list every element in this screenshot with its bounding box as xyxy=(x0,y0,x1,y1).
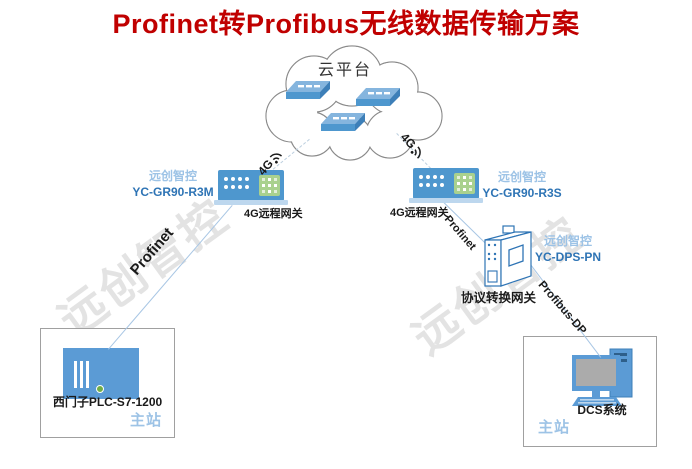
gateway-ports-icon xyxy=(224,177,252,193)
signal-waves-icon xyxy=(411,146,422,159)
gateway-left-base xyxy=(214,200,288,205)
converter-labels: 远创智控 YC-DPS-PN xyxy=(527,233,609,265)
left-4g-label: 4G xyxy=(255,146,285,178)
converter-brand: 远创智控 xyxy=(543,234,592,248)
signal-waves-icon xyxy=(269,153,282,164)
plc-led-icon xyxy=(96,385,104,393)
gateway-right-base xyxy=(409,198,483,203)
plc-station-box: 西门子PLC-S7-1200 主站 xyxy=(40,328,175,438)
network-switch-icon xyxy=(286,81,330,99)
gateway-left-device xyxy=(218,170,284,201)
converter-caption: 协议转换网关 xyxy=(461,291,537,305)
gateway-led-panel-icon xyxy=(454,173,475,194)
network-switch-icon xyxy=(321,113,365,131)
cloud-platform-label: 云平台 xyxy=(317,62,372,79)
dcs-station-box: DCS系统 主站 xyxy=(523,336,657,447)
dcs-computer-icon xyxy=(572,348,633,406)
protocol-converter-icon xyxy=(484,225,532,287)
plc-role-label: 主站 xyxy=(129,412,162,429)
network-switch-icon xyxy=(356,88,400,106)
gateway-left-labels: 远创智控 YC-GR90-R3M xyxy=(131,168,215,200)
page-title: Profinet转Profibus无线数据传输方案 xyxy=(112,9,580,39)
gateway-left-model: YC-GR90-R3M xyxy=(132,185,214,199)
plc-device-name: 西门子PLC-S7-1200 xyxy=(52,395,163,409)
gateway-led-panel-icon xyxy=(259,175,280,196)
gateway-right-device xyxy=(413,168,479,199)
dcs-device-name: DCS系统 xyxy=(577,403,627,417)
gateway-right-caption: 4G远程网关 xyxy=(390,207,449,219)
right-4g-label: 4G xyxy=(398,130,429,162)
dcs-role-label: 主站 xyxy=(538,419,571,436)
gateway-left-brand: 远创智控 xyxy=(148,169,197,183)
gateway-ports-icon xyxy=(419,175,447,191)
plc-slots-icon xyxy=(74,361,89,388)
siemens-plc-icon xyxy=(63,348,139,399)
gateway-right-labels: 远创智控 YC-GR90-R3S xyxy=(480,169,564,201)
gateway-right-model: YC-GR90-R3S xyxy=(482,186,562,200)
converter-model: YC-DPS-PN xyxy=(534,250,601,264)
gateway-right-brand: 远创智控 xyxy=(497,170,546,184)
gateway-left-caption: 4G远程网关 xyxy=(244,208,303,220)
